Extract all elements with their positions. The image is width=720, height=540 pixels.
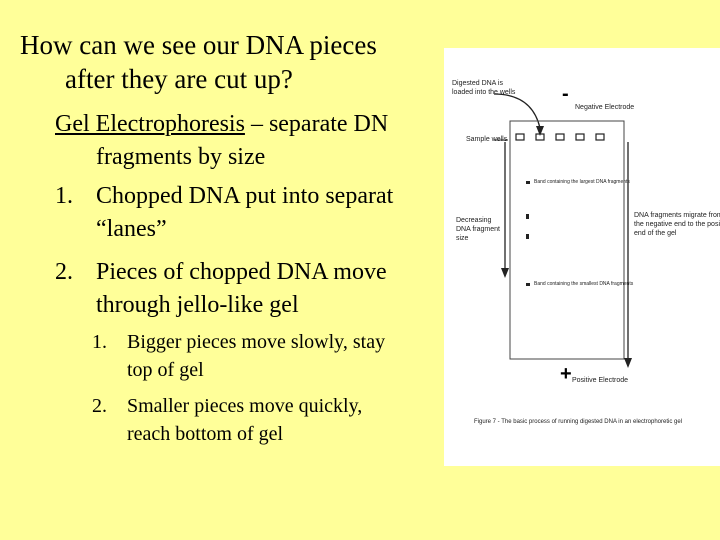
well [515, 133, 525, 141]
gel-outline [509, 120, 625, 360]
band-smallest-label: Band containing the smallest DNA fragmen… [534, 281, 634, 287]
item-2-number: 2. [55, 259, 73, 285]
migrate-label-2: the negative end to the positive [634, 221, 720, 228]
positive-symbol: + [560, 363, 572, 385]
item-1-line-2: “lanes” [96, 216, 167, 242]
decreasing-arrowhead-icon [501, 268, 509, 278]
load-arrowhead-icon [536, 126, 544, 136]
item-1-line-1: Chopped DNA put into separat [96, 183, 394, 209]
item-2-line-2: through jello-like gel [96, 292, 299, 318]
well [575, 133, 585, 141]
subitem-2-line-1: Smaller pieces move quickly, [127, 395, 363, 417]
positive-electrode-label: Positive Electrode [572, 377, 629, 384]
title-line-1: How can we see our DNA pieces [20, 30, 377, 60]
sample-wells-label: Sample wells [466, 136, 508, 143]
item-1-number: 1. [55, 183, 73, 209]
label-digested-1: Digested DNA is [452, 80, 503, 87]
title-line-2: after they are cut up? [65, 64, 293, 94]
label-digested-2: loaded into the wells [452, 89, 516, 96]
intro-term: Gel Electrophoresis [55, 111, 245, 137]
figure-caption: Figure 7 - The basic process of running … [474, 419, 683, 425]
band-mid-2 [526, 234, 529, 239]
electrophoresis-figure: Digested DNA is loaded into the wells - … [444, 48, 720, 466]
negative-electrode-label: Negative Electrode [575, 104, 635, 111]
load-arrow-icon [493, 93, 541, 129]
subitem-2-line-2: reach bottom of gel [127, 423, 284, 445]
well [595, 133, 605, 141]
migrate-label-3: end of the gel [634, 230, 677, 237]
intro-line-2: fragments by size [96, 144, 266, 170]
subitem-1-number: 1. [92, 331, 107, 353]
negative-symbol: - [562, 83, 569, 105]
migrate-arrowhead-icon [624, 358, 632, 368]
well [555, 133, 565, 141]
decreasing-label-2: DNA fragment [456, 226, 500, 233]
intro-rest: – separate DN [244, 111, 389, 137]
band-largest-label: Band containing the largest DNA fragment… [534, 179, 630, 185]
figure-drawing [493, 93, 632, 368]
well [535, 133, 545, 141]
subitem-1-line-2: top of gel [127, 359, 204, 381]
band-largest [526, 181, 530, 184]
migrate-label-1: DNA fragments migrate from [634, 212, 720, 219]
intro-line-1: Gel Electrophoresis – separate DN [55, 108, 388, 140]
decreasing-label-1: Decreasing [456, 217, 492, 224]
decreasing-label-3: size [456, 235, 469, 242]
item-2-line-1: Pieces of chopped DNA move [96, 259, 387, 285]
subitem-1-line-1: Bigger pieces move slowly, stay [127, 331, 386, 353]
subitem-2-number: 2. [92, 395, 107, 417]
band-mid-1 [526, 214, 529, 219]
slide-title: How can we see our DNA pieces after they… [20, 28, 480, 96]
band-smallest [526, 283, 530, 286]
